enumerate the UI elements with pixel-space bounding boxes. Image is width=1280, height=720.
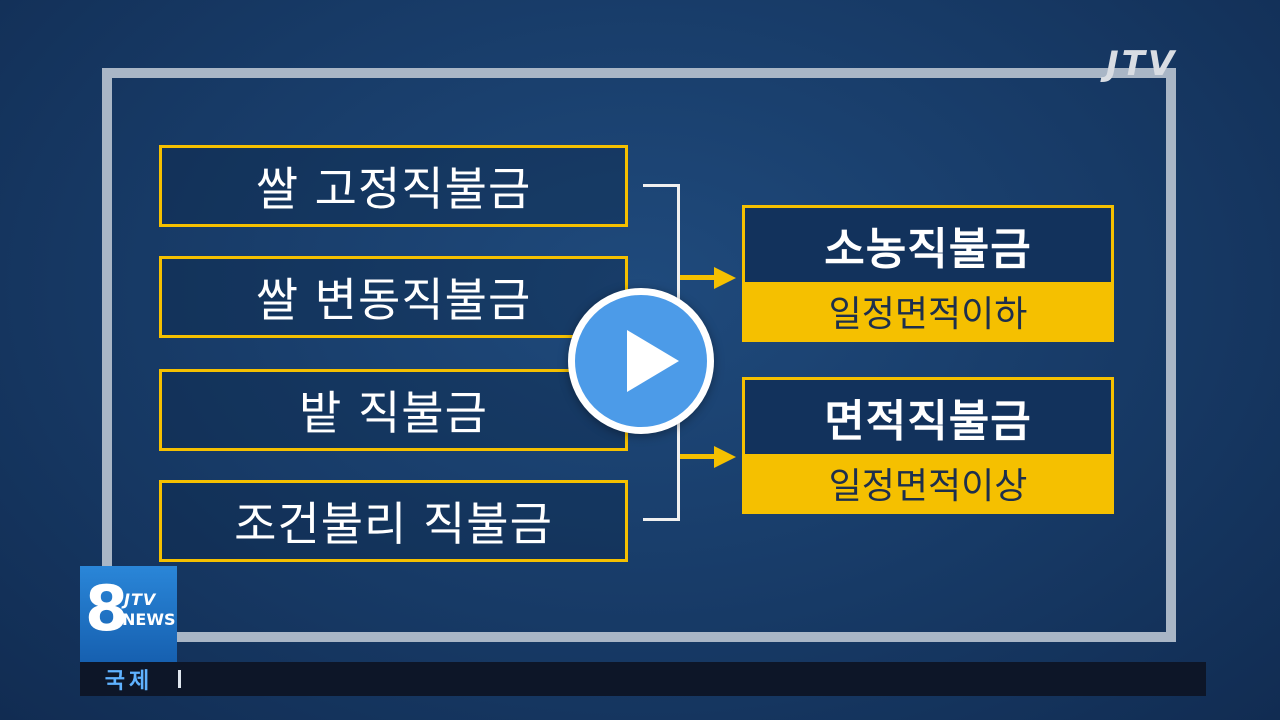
left-box-rice-variable: 쌀 변동직불금: [159, 256, 628, 338]
arrow-right-icon: [714, 267, 736, 289]
right-box-area: 면적직불금 일정면적이상: [742, 377, 1114, 514]
left-box-label: 밭 직불금: [299, 386, 488, 440]
left-box-label: 쌀 변동직불금: [255, 273, 532, 327]
play-icon: [627, 330, 679, 392]
connector-line: [643, 184, 679, 187]
left-box-label: 쌀 고정직불금: [255, 162, 532, 216]
content-frame: [102, 68, 1176, 642]
news-logo: 8 JTV NEWS: [80, 566, 177, 662]
right-box-subtitle: 일정면적이하: [745, 282, 1111, 339]
right-box-subtitle: 일정면적이상: [745, 454, 1111, 511]
right-box-title: 면적직불금: [824, 396, 1032, 447]
play-button[interactable]: [568, 288, 714, 434]
news-ticker: 국제: [80, 662, 1206, 696]
news-logo-number: 8: [85, 572, 129, 645]
arrow-shaft: [680, 275, 714, 280]
news-logo-channel: JTV: [124, 590, 157, 609]
left-box-label: 조건불리 직불금: [234, 497, 553, 551]
news-logo-word: NEWS: [122, 610, 176, 629]
right-box-title: 소농직불금: [824, 224, 1032, 275]
arrow-right-icon: [714, 446, 736, 468]
left-box-field: 밭 직불금: [159, 369, 628, 451]
jtv-logo: JTV: [1106, 44, 1178, 84]
connector-line: [643, 518, 679, 521]
ticker-divider: [178, 670, 181, 688]
arrow-shaft: [680, 454, 714, 459]
left-box-rice-fixed: 쌀 고정직불금: [159, 145, 628, 227]
right-box-small-farm: 소농직불금 일정면적이하: [742, 205, 1114, 342]
ticker-category: 국제: [104, 669, 154, 694]
left-box-less-favored: 조건불리 직불금: [159, 480, 628, 562]
